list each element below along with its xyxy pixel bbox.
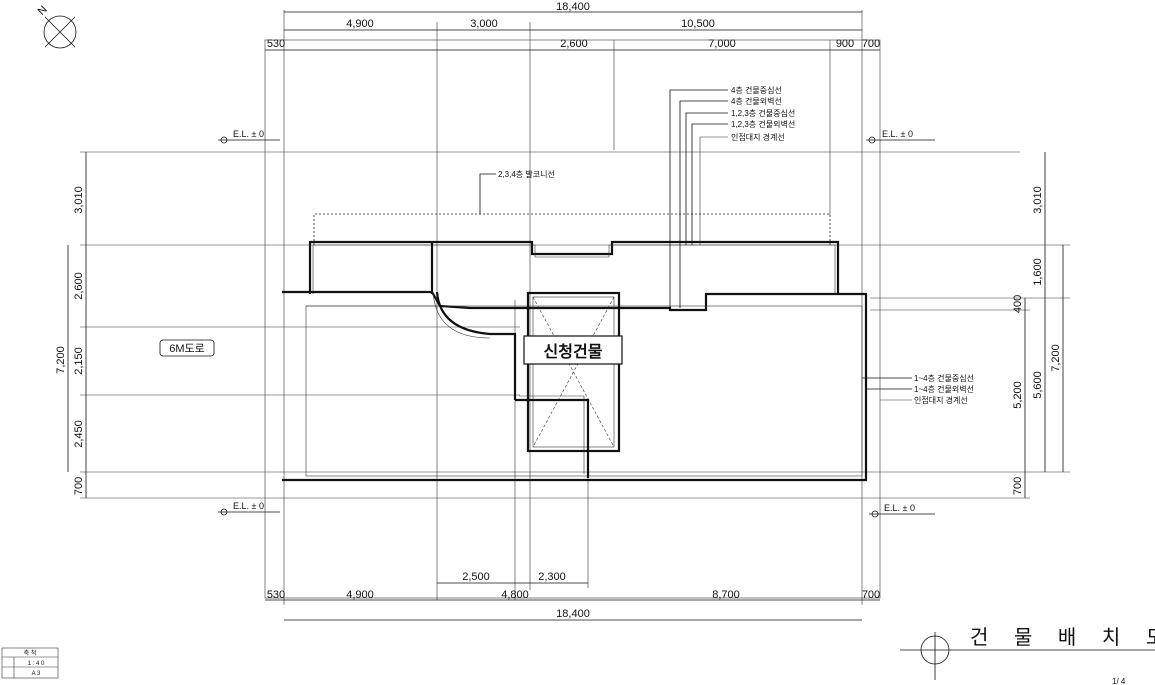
annot-top-1: 4층 건물중심선	[731, 85, 782, 95]
svg-text:E.L. ± 0: E.L. ± 0	[233, 501, 264, 511]
north-arrow-icon: N	[36, 4, 77, 49]
dim-bot-4900: 4,900	[346, 589, 374, 601]
dim-right-7200: 7,200	[1050, 344, 1062, 372]
el-mark-bottom-left: E.L. ± 0	[218, 501, 280, 516]
dim-bot-4800: 4,800	[501, 589, 529, 601]
annot-right-1: 1~4층 건물중심선	[914, 373, 974, 383]
scale-box: 축 척 1 : 4 0 A 3	[1, 647, 59, 679]
dim-left-2450: 2,450	[73, 420, 85, 448]
dim-right-5200: 5,200	[1012, 381, 1024, 409]
dim-right-5600: 5,600	[1032, 371, 1044, 399]
svg-text:E.L. ± 0: E.L. ± 0	[882, 129, 913, 139]
dim-top-10500: 10,500	[681, 18, 715, 30]
building-label: 신청건물	[544, 342, 603, 361]
building-upper-outline	[308, 240, 840, 294]
title-block: 건 물 배 치 도 1/ 4	[900, 626, 1155, 685]
dim-top-overall: 18,400	[556, 1, 590, 13]
top-annotations: 4층 건물중심선 4층 건물외벽선 1,2,3층 건물중심선 1,2,3층 건물…	[669, 85, 795, 308]
drawing-title: 건 물 배 치 도	[970, 626, 1155, 649]
dim-bot-2300: 2,300	[538, 571, 566, 583]
dim-right-3010: 3,010	[1032, 186, 1044, 214]
annot-top-3: 1,2,3층 건물중심선	[731, 108, 795, 118]
annot-top-4: 1,2,3층 건물외벽선	[731, 119, 795, 129]
dim-bot-2500: 2,500	[462, 571, 490, 583]
dim-top-3000: 3,000	[470, 18, 498, 30]
scale-row2: A 3	[32, 671, 41, 677]
annot-right-3: 인접대지 경계선	[914, 395, 968, 405]
dim-bot-8700: 8,700	[712, 589, 740, 601]
road-label-box: 6M도로	[159, 339, 215, 357]
dim-right-700: 700	[1012, 477, 1024, 495]
road-label: 6M도로	[169, 343, 205, 355]
annot-top-5: 인접대지 경계선	[731, 132, 785, 142]
dim-top-4900: 4,900	[346, 18, 374, 30]
dim-left-3010: 3,010	[73, 186, 85, 214]
dim-top-530: 530	[267, 38, 285, 50]
top-dimensions: 18,400 4,900 3,000 10,500 2,600 7,000 53…	[265, 1, 880, 215]
right-annotations: 1~4층 건물중심선 1~4층 건물외벽선 인접대지 경계선	[862, 373, 974, 405]
grid-lines	[80, 10, 1070, 605]
north-label: N	[36, 4, 50, 18]
dim-top-7000: 7,000	[708, 38, 736, 50]
corner-fragment: 1/ 4	[1112, 677, 1126, 685]
el-mark-top-left: E.L. ± 0	[218, 129, 280, 144]
site-boundary	[264, 39, 881, 599]
left-dimensions: 7,200 3,010 2,600 2,150 2,450 700	[55, 152, 87, 498]
dim-bot-overall: 18,400	[556, 608, 590, 620]
dim-left-700: 700	[73, 477, 85, 495]
dim-left-7200: 7,200	[55, 346, 67, 374]
dim-left-2600: 2,600	[73, 272, 85, 300]
svg-text:E.L. ± 0: E.L. ± 0	[233, 129, 264, 139]
right-dimensions: 400 5,200 700 3,010 1,600 5,600 7,200	[1012, 152, 1064, 498]
dim-top-2600: 2,600	[560, 38, 588, 50]
dim-bot-700: 700	[862, 589, 880, 601]
dim-right-1600: 1,600	[1032, 258, 1044, 286]
scale-header: 축 척	[24, 649, 37, 657]
dim-bot-530: 530	[267, 589, 285, 601]
svg-text:E.L. ± 0: E.L. ± 0	[884, 503, 915, 513]
dim-top-900: 900	[836, 38, 854, 50]
annot-right-2: 1~4층 건물외벽선	[914, 384, 974, 394]
balcony-label: 2,3,4층 발코니선	[498, 169, 555, 179]
dim-left-2150: 2,150	[73, 347, 85, 375]
el-mark-bottom-right: E.L. ± 0	[869, 503, 935, 518]
annot-top-2: 4층 건물외벽선	[731, 96, 782, 106]
balcony-line: 2,3,4층 발코니선	[313, 169, 831, 245]
scale-row1: 1 : 4 0	[28, 661, 45, 667]
applied-building: 신청건물	[515, 291, 623, 478]
elevation-marks: E.L. ± 0 E.L. ± 0 E.L. ± 0 E.L. ± 0	[218, 129, 935, 518]
el-mark-top-right: E.L. ± 0	[866, 129, 935, 144]
dim-top-700: 700	[862, 38, 880, 50]
dim-right-400: 400	[1012, 295, 1024, 313]
building-lower-outline	[282, 290, 868, 482]
bottom-dimensions: 2,500 2,300 530 4,900 4,800 8,700 700 18…	[265, 571, 880, 621]
